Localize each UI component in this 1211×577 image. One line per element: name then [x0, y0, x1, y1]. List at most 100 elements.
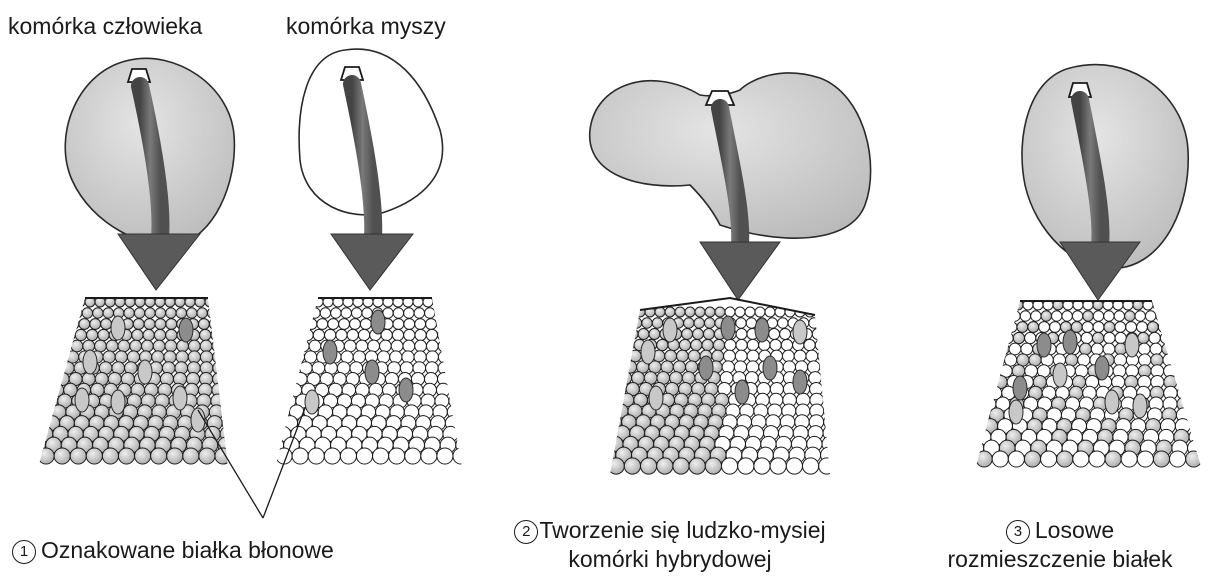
lipid-bead — [144, 319, 155, 330]
lipid-bead — [1089, 451, 1105, 467]
lipid-bead — [1191, 322, 1202, 333]
lipid-bead — [1103, 343, 1115, 355]
lipid-bead — [1031, 311, 1041, 321]
lipid-bead — [42, 351, 54, 363]
lipid-bead — [45, 297, 55, 307]
lipid-bead — [1183, 332, 1194, 343]
lipid-bead — [450, 383, 463, 396]
membrane-protein — [111, 316, 125, 340]
lipid-bead — [1021, 343, 1033, 355]
lipid-bead — [280, 351, 292, 363]
lipid-bead — [118, 340, 130, 352]
membrane-protein — [138, 360, 152, 384]
membrane-protein — [699, 356, 713, 380]
lipid-bead — [679, 339, 690, 350]
membrane-protein — [1133, 394, 1147, 418]
lipid-bead — [979, 332, 990, 343]
lipid-bead — [703, 329, 714, 340]
lipid-bead — [151, 448, 167, 464]
lipid-bead — [310, 308, 320, 318]
lipid-bead — [225, 362, 238, 375]
lipid-bead — [90, 319, 101, 330]
lipid-bead — [735, 307, 745, 317]
lipid-bead — [747, 350, 759, 362]
lipid-bead — [1002, 332, 1013, 343]
lipid-bead — [600, 426, 615, 441]
lipid-bead — [336, 329, 347, 340]
lipid-bead — [143, 329, 154, 340]
lipid-bead — [1145, 311, 1155, 321]
lipid-bead — [1172, 332, 1183, 343]
lipid-bead — [351, 308, 361, 318]
lipid-bead — [1006, 322, 1017, 333]
lipid-bead — [1137, 322, 1148, 333]
lipid-bead — [358, 329, 369, 340]
lipid-bead — [41, 329, 52, 340]
lipid-bead — [600, 361, 612, 373]
lipid-bead — [786, 458, 802, 474]
lipid-bead — [738, 458, 754, 474]
lipid-bead — [1121, 451, 1137, 467]
lipid-bead — [460, 329, 471, 340]
lipid-bead — [225, 383, 238, 396]
lipid-bead — [642, 318, 652, 328]
lipid-bead — [704, 318, 714, 328]
membrane-protein — [1053, 363, 1067, 387]
lipid-bead — [685, 307, 695, 317]
lipid-bead — [43, 372, 56, 385]
lipid-bead — [438, 329, 449, 340]
lipid-bead — [54, 448, 70, 464]
lipid-bead — [594, 350, 606, 362]
lipid-bead — [999, 311, 1009, 321]
lipid-bead — [823, 329, 834, 340]
lipid-bead — [262, 340, 274, 352]
lipid-bead — [606, 372, 619, 385]
mouse-membrane-patch — [260, 297, 475, 464]
lipid-bead — [405, 448, 421, 464]
lipid-bead — [1050, 322, 1061, 333]
lipid-bead — [1186, 451, 1202, 467]
lipid-bead — [818, 350, 830, 362]
mouse-cell-label: komórka myszy — [286, 12, 446, 41]
lipid-bead — [53, 329, 64, 340]
lipid-bead — [155, 319, 166, 330]
lipid-bead — [1135, 311, 1145, 321]
lipid-bead — [391, 340, 403, 352]
lipid-bead — [830, 350, 842, 362]
lipid-bead — [198, 319, 209, 330]
membrane-protein — [1063, 330, 1077, 354]
lipid-bead — [402, 351, 414, 363]
lipid-bead — [133, 319, 144, 330]
lipid-bead — [462, 340, 474, 352]
lipid-bead — [164, 351, 176, 363]
lipid-bead — [64, 329, 75, 340]
lipid-bead — [1091, 343, 1103, 355]
lipid-bead — [621, 318, 631, 328]
lipid-bead — [451, 372, 464, 385]
lipid-bead — [715, 307, 725, 317]
lipid-bead — [675, 307, 685, 317]
lipid-bead — [426, 319, 437, 330]
lipid-bead — [1126, 322, 1137, 333]
lipid-bead — [640, 458, 656, 474]
membrane-protein — [305, 390, 319, 414]
membrane-protein — [179, 318, 193, 342]
lipid-bead — [980, 354, 992, 366]
lipid-bead — [1169, 322, 1180, 333]
lipid-bead — [712, 350, 724, 362]
lipid-bead — [1104, 311, 1114, 321]
lipid-bead — [145, 308, 155, 318]
lipid-bead — [284, 319, 295, 330]
lipid-bead — [665, 307, 675, 317]
lipid-bead — [1193, 300, 1203, 310]
lipid-bead — [725, 339, 736, 350]
lipid-bead — [404, 308, 414, 318]
lipid-bead — [968, 419, 983, 434]
membrane-protein — [641, 340, 655, 364]
lipid-bead — [974, 343, 986, 355]
lipid-bead — [268, 351, 280, 363]
lipid-bead — [693, 329, 704, 340]
lipid-bead — [62, 362, 75, 375]
lipid-bead — [691, 339, 702, 350]
lipid-bead — [263, 319, 274, 330]
